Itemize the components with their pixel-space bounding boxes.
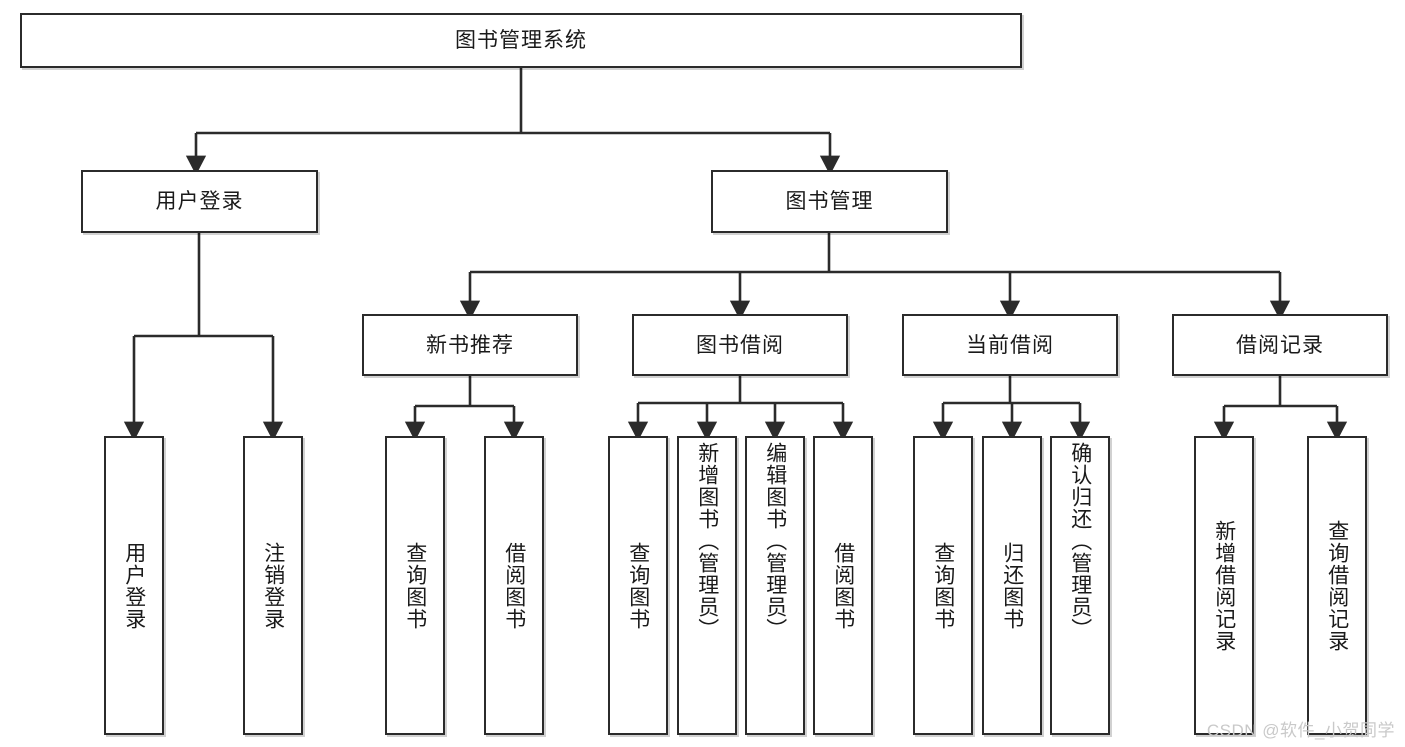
leaf-book-borrow-3-label: 编辑图书（管理员）: [763, 442, 787, 640]
node-borrow-record-label: 借阅记录: [1236, 333, 1324, 357]
leaf-book-borrow-4[interactable]: 借阅图书: [813, 436, 873, 735]
leaf-current-borrow-3[interactable]: 确认归还（管理员）: [1050, 436, 1110, 735]
node-book-management-label: 图书管理: [785, 190, 874, 213]
leaf-new-book-2-label: 借阅图书: [502, 541, 526, 630]
node-current-borrow-label: 当前借阅: [966, 333, 1054, 357]
node-new-book-recommend-label: 新书推荐: [426, 333, 514, 357]
leaf-book-borrow-1-label: 查询图书: [626, 541, 650, 630]
node-current-borrow[interactable]: 当前借阅: [902, 314, 1118, 376]
leaf-current-borrow-3-label: 确认归还（管理员）: [1068, 442, 1092, 640]
leaf-new-book-2[interactable]: 借阅图书: [484, 436, 544, 735]
leaf-new-book-1-label: 查询图书: [403, 541, 427, 630]
leaf-borrow-record-1-label: 新增借阅记录: [1212, 519, 1236, 652]
leaf-book-borrow-2-label: 新增图书（管理员）: [695, 442, 719, 640]
leaf-borrow-record-1[interactable]: 新增借阅记录: [1194, 436, 1254, 735]
leaf-current-borrow-2-label: 归还图书: [1000, 541, 1024, 630]
leaf-book-borrow-4-label: 借阅图书: [831, 541, 855, 630]
leaf-current-borrow-1-label: 查询图书: [931, 541, 955, 630]
node-user-login[interactable]: 用户登录: [81, 170, 318, 233]
node-root-system[interactable]: 图书管理系统: [20, 13, 1022, 68]
node-borrow-record[interactable]: 借阅记录: [1172, 314, 1388, 376]
leaf-book-borrow-1[interactable]: 查询图书: [608, 436, 668, 735]
node-new-book-recommend[interactable]: 新书推荐: [362, 314, 578, 376]
leaf-current-borrow-1[interactable]: 查询图书: [913, 436, 973, 735]
node-root-system-label: 图书管理系统: [455, 29, 587, 52]
leaf-book-borrow-2[interactable]: 新增图书（管理员）: [677, 436, 737, 735]
leaf-book-borrow-3[interactable]: 编辑图书（管理员）: [745, 436, 805, 735]
leaf-new-book-1[interactable]: 查询图书: [385, 436, 445, 735]
leaf-user-login-2[interactable]: 注销登录: [243, 436, 303, 735]
node-book-management[interactable]: 图书管理: [711, 170, 948, 233]
leaf-borrow-record-2[interactable]: 查询借阅记录: [1307, 436, 1367, 735]
node-user-login-label: 用户登录: [155, 190, 244, 213]
leaf-user-login-2-label: 注销登录: [261, 541, 285, 630]
leaf-user-login-1[interactable]: 用户登录: [104, 436, 164, 735]
leaf-borrow-record-2-label: 查询借阅记录: [1325, 519, 1349, 652]
node-book-borrow[interactable]: 图书借阅: [632, 314, 848, 376]
leaf-user-login-1-label: 用户登录: [122, 541, 146, 630]
leaf-current-borrow-2[interactable]: 归还图书: [982, 436, 1042, 735]
node-book-borrow-label: 图书借阅: [696, 333, 784, 357]
